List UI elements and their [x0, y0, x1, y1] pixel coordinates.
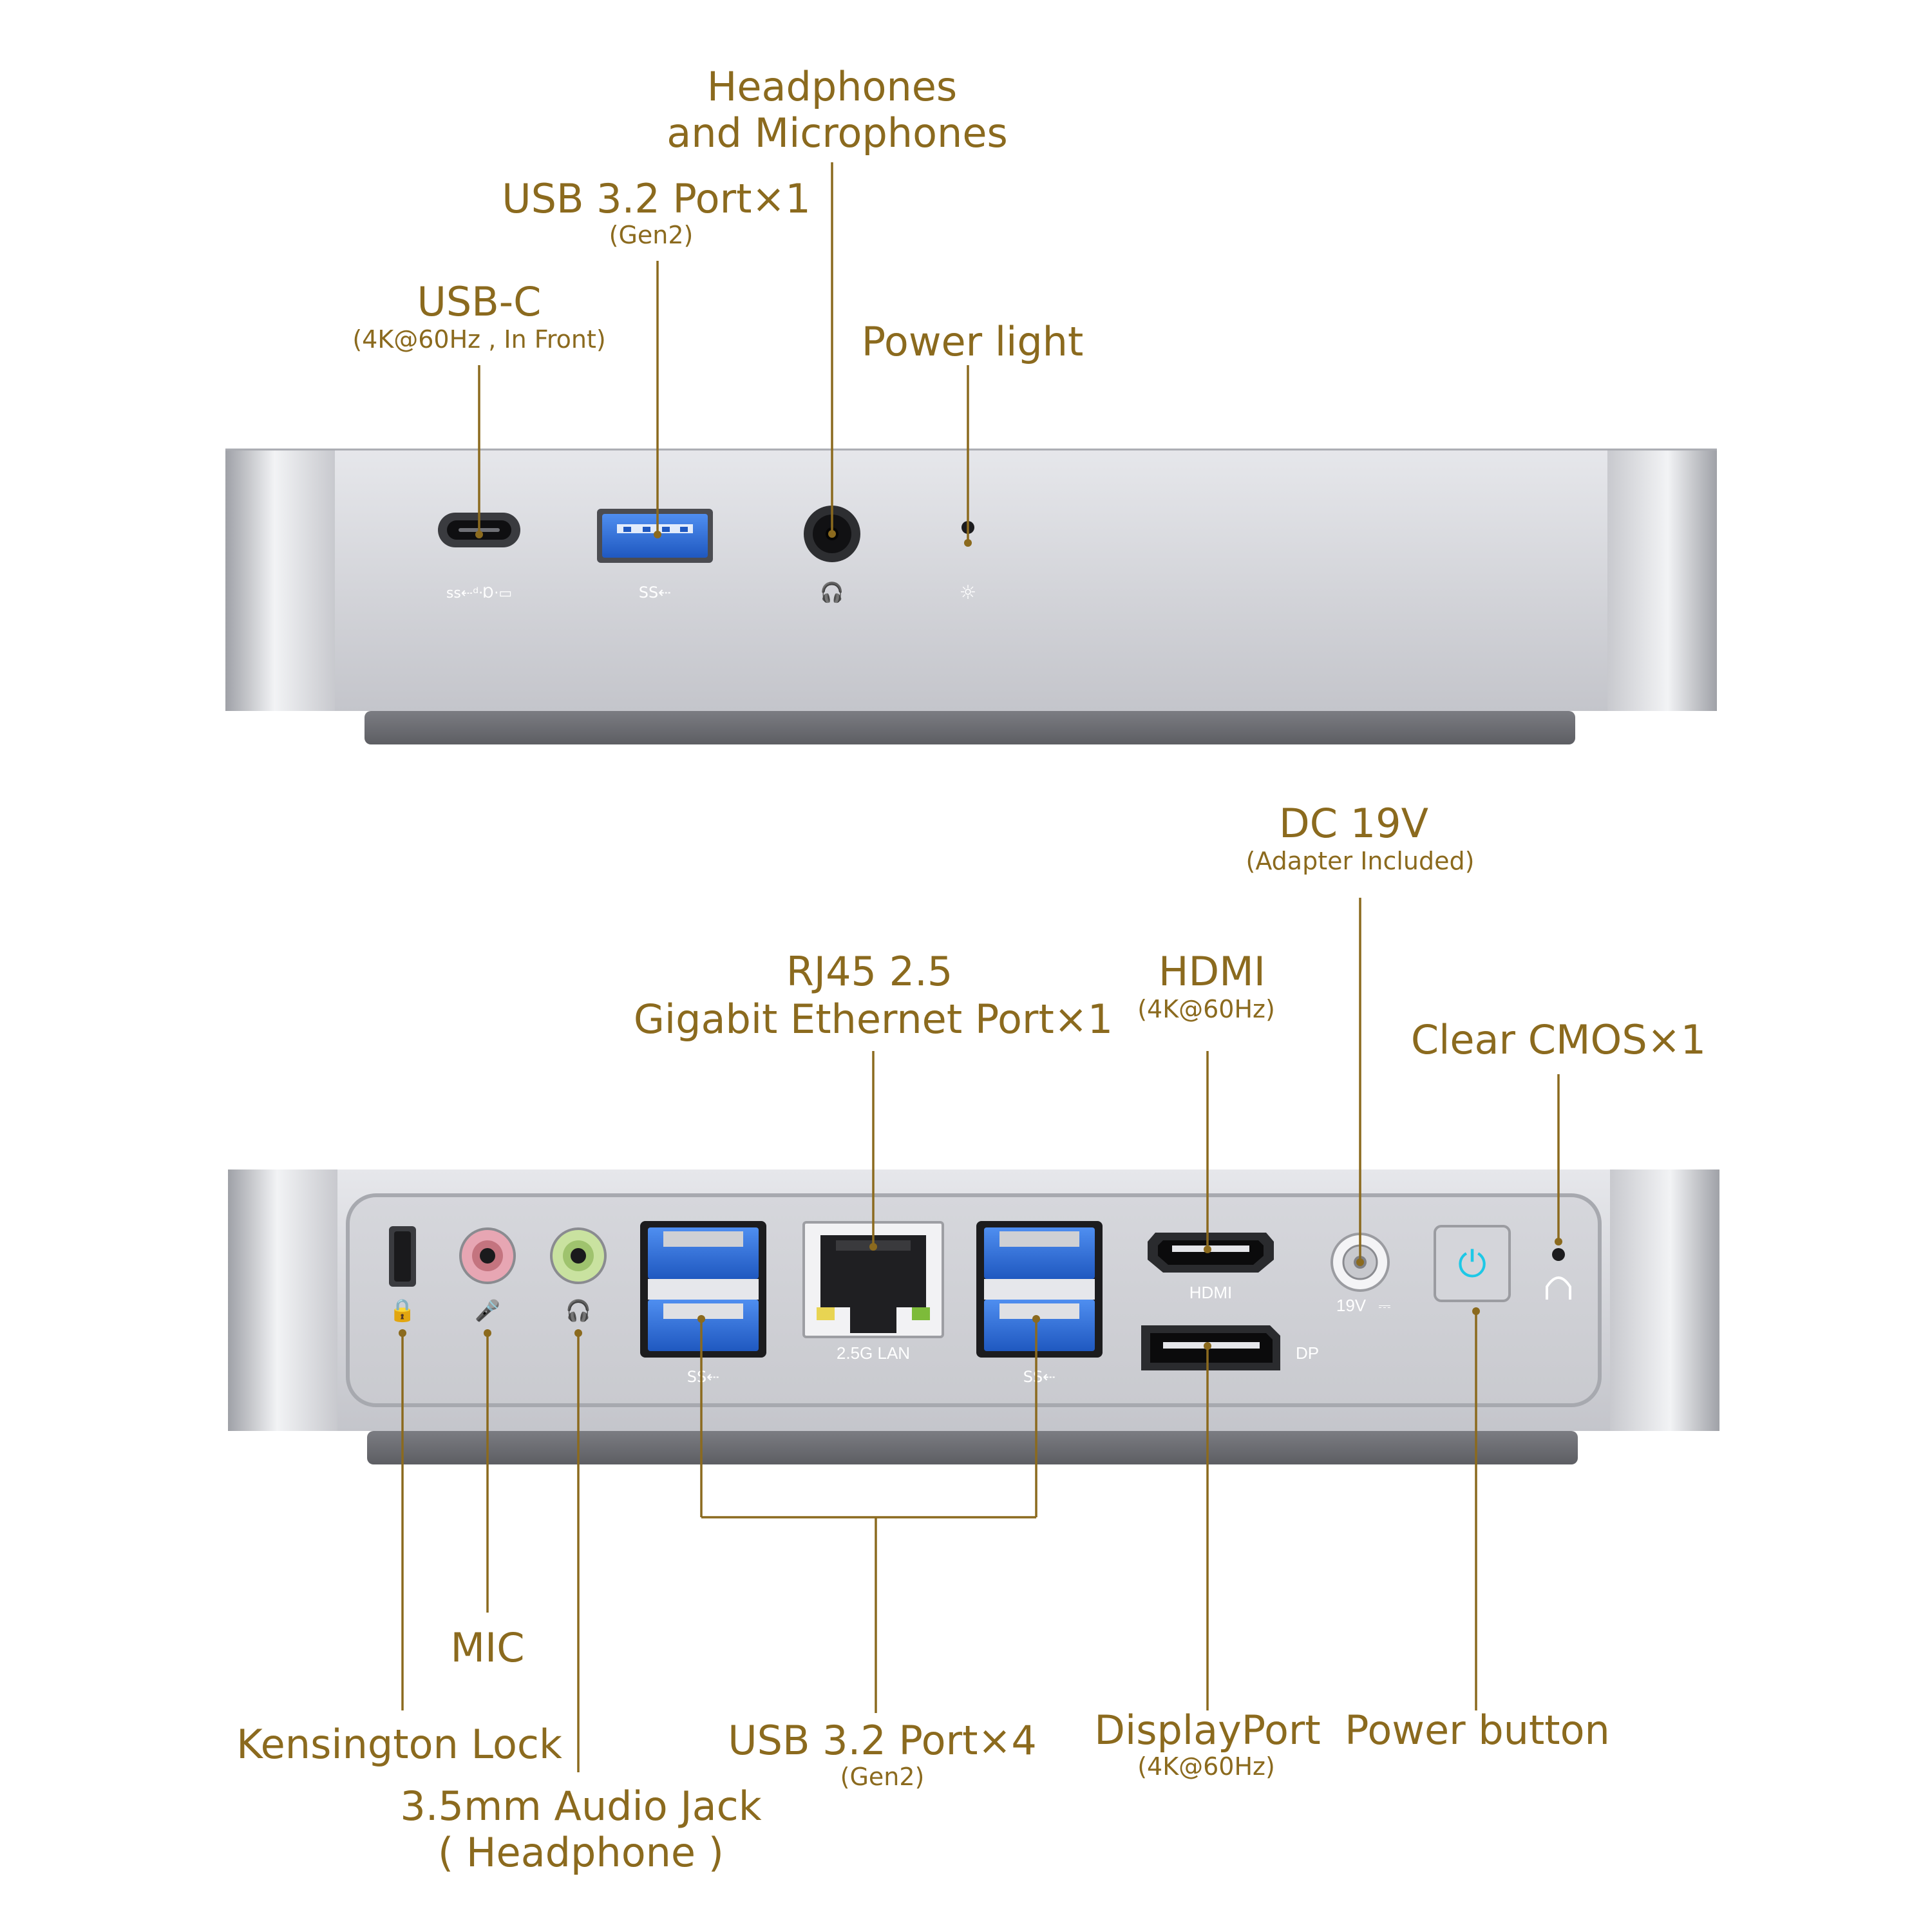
- rear-right-edge: [1610, 1170, 1719, 1431]
- front-right-edge: [1607, 450, 1717, 711]
- dc-symbol-icon: ⎓: [1378, 1297, 1390, 1315]
- headphone-jack: 🎧: [550, 1227, 607, 1323]
- usbc-sublabel: (4K@60Hz , In Front): [352, 325, 605, 354]
- rj45-lan-port: 2.5G LAN: [802, 1221, 944, 1363]
- kensington-label: Kensington Lock: [236, 1721, 562, 1768]
- usbc-marking-icon: ss⇠ᵈ·Ɒ·▭: [446, 585, 512, 601]
- usb32-front-sublabel: (Gen2): [609, 221, 694, 249]
- rear-io-panel: [346, 1193, 1602, 1407]
- power-button[interactable]: ⏻: [1434, 1225, 1511, 1302]
- usb-a-stack-right: SS⇠: [976, 1221, 1103, 1386]
- front-leaders: [475, 162, 972, 547]
- rear-base-foot: [367, 1431, 1578, 1464]
- usb-ss-icon: SS⇠: [687, 1368, 720, 1386]
- headphones-mic-label-line1: Headphones: [707, 63, 957, 110]
- rear-leaders: [399, 898, 1562, 1772]
- dc-label: DC 19V: [1279, 800, 1428, 847]
- front-left-edge: [225, 450, 335, 711]
- displayport-sublabel: (4K@60Hz): [1137, 1752, 1275, 1781]
- lock-icon: 🔒: [389, 1298, 416, 1323]
- headset-icon: 🎧: [820, 581, 844, 604]
- hdmi-port: HDMI: [1148, 1233, 1274, 1302]
- usb32-rear-sublabel: (Gen2): [840, 1763, 925, 1791]
- clear-cmos-button[interactable]: [1546, 1248, 1571, 1300]
- light-bulb-icon: ☼: [960, 582, 977, 604]
- usb-ss-icon: SS⇠: [1023, 1368, 1056, 1386]
- usb32-rear-label: USB 3.2 Port×4: [728, 1717, 1037, 1764]
- displayport-label: DisplayPort: [1094, 1707, 1320, 1754]
- mic-label: MIC: [450, 1624, 524, 1671]
- rj45-label-line1: RJ45 2.5: [786, 948, 953, 995]
- clear-cmos-label: Clear CMOS×1: [1411, 1016, 1706, 1063]
- hdmi-label: HDMI: [1159, 948, 1265, 995]
- dc-sublabel: (Adapter Included): [1246, 847, 1475, 875]
- audio-jack-label-line1: 3.5mm Audio Jack: [400, 1783, 761, 1830]
- front-body: [225, 450, 1717, 711]
- front-base-foot: [365, 711, 1575, 744]
- dc-marking: 19V: [1336, 1296, 1367, 1315]
- usb-ss-icon: SS⇠: [639, 583, 672, 601]
- power-icon: ⏻: [1458, 1244, 1486, 1285]
- front-chassis: [225, 448, 1717, 744]
- rear-chassis: [228, 1170, 1719, 1464]
- headphones-mic-label-line2: and Microphones: [667, 109, 1008, 156]
- usb32-front-label: USB 3.2 Port×1: [502, 175, 811, 222]
- dc-in-jack: 19V ⎓: [1331, 1233, 1391, 1315]
- headphone-icon: 🎧: [565, 1298, 591, 1323]
- mic-jack: 🎤: [459, 1227, 516, 1323]
- lan-marking: 2.5G LAN: [837, 1343, 910, 1363]
- usb-a-stack-left: SS⇠: [640, 1221, 766, 1386]
- power-light-label: Power light: [862, 318, 1084, 365]
- kensington-slot: 🔒: [389, 1226, 416, 1323]
- rear-left-edge: [228, 1170, 337, 1431]
- hdmi-marking: HDMI: [1189, 1283, 1232, 1302]
- audio-jack-label-line2: ( Headphone ): [438, 1829, 724, 1876]
- dp-marking: DP: [1296, 1343, 1319, 1363]
- power-button-label: Power button: [1345, 1707, 1610, 1754]
- usbc-label: USB-C: [417, 278, 542, 325]
- hdmi-sublabel: (4K@60Hz): [1137, 995, 1275, 1023]
- cmos-icon: [1546, 1276, 1571, 1300]
- rj45-label-line2: Gigabit Ethernet Port×1: [634, 996, 1113, 1043]
- microphone-icon: 🎤: [475, 1298, 500, 1323]
